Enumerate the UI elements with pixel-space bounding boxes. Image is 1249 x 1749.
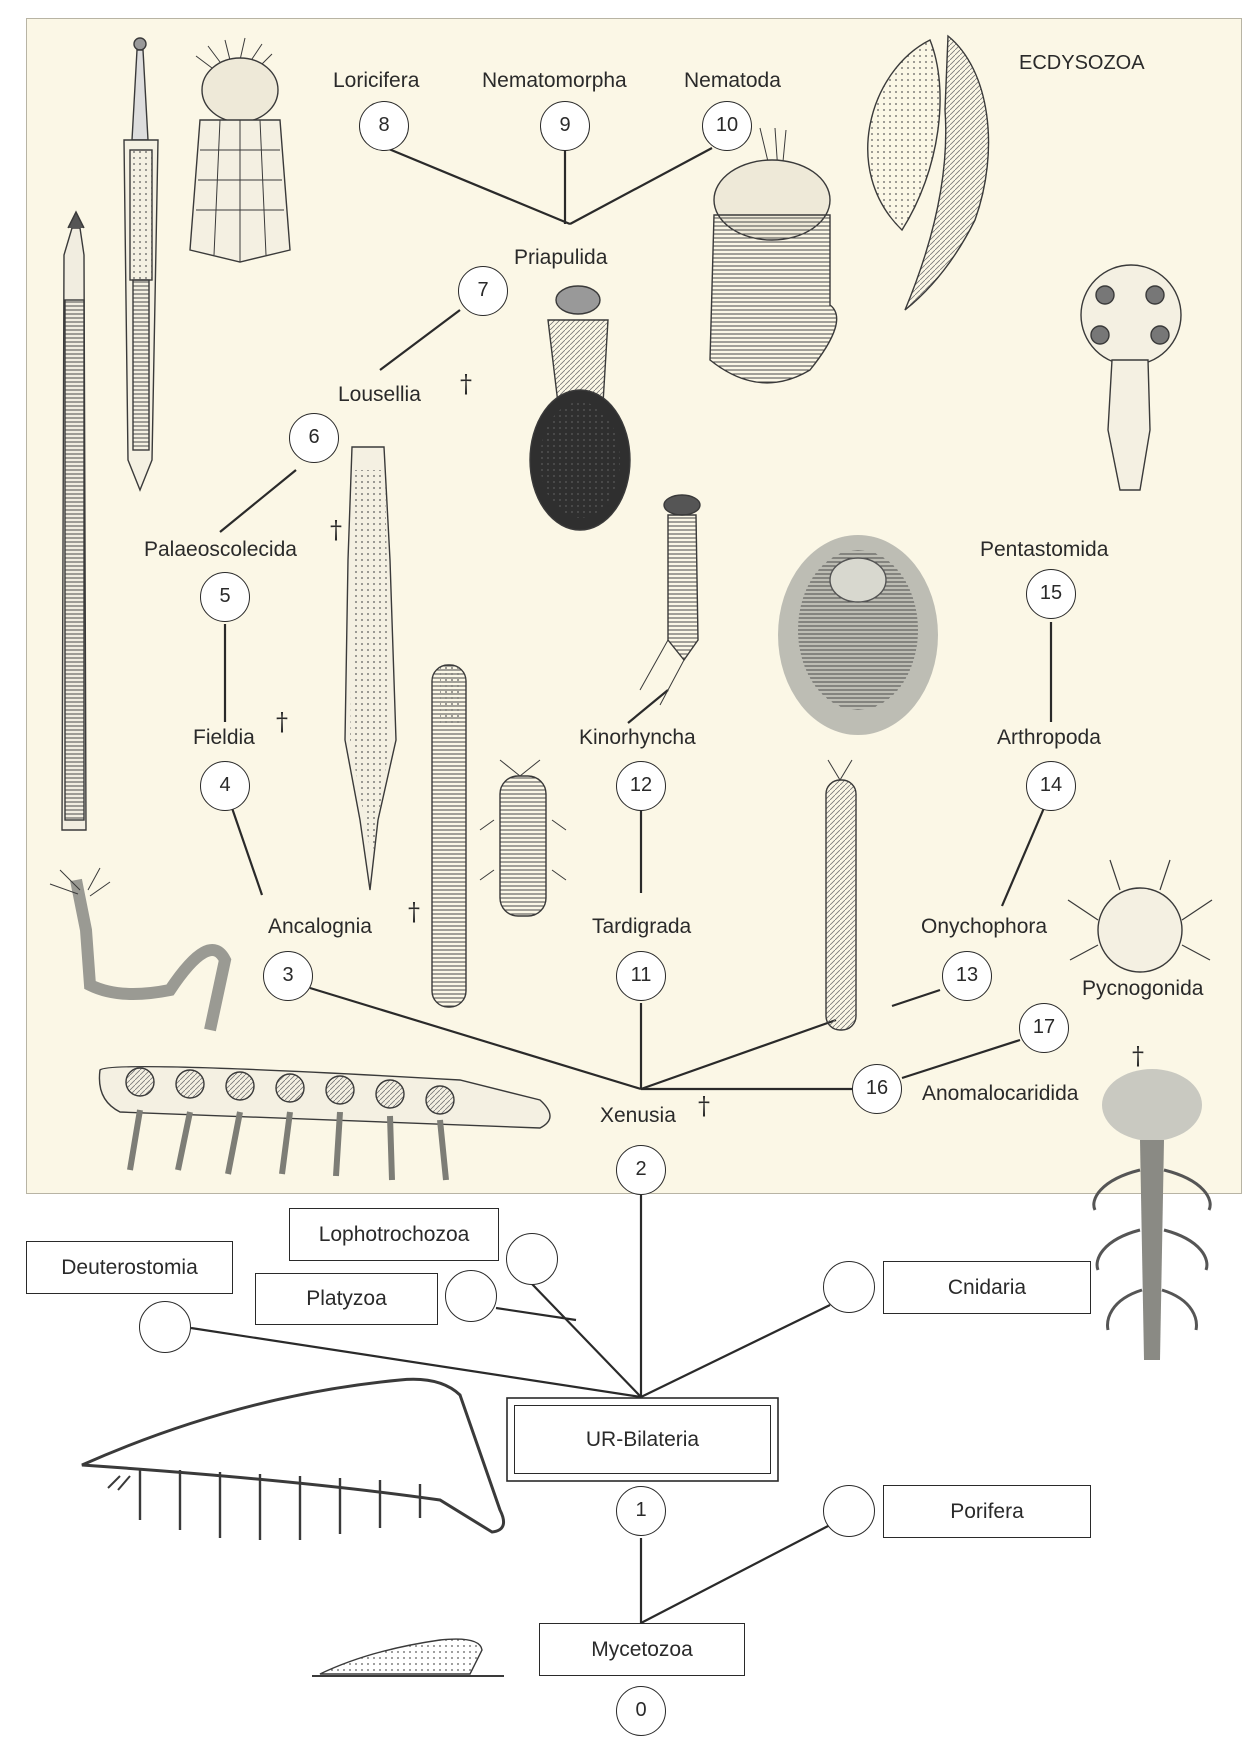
tall-priapulid-illustration	[124, 38, 158, 490]
branch-lophotrochozoa	[532, 1284, 641, 1397]
branch-17-anomalocaridida	[902, 1040, 1020, 1078]
box-cnidaria: Cnidaria	[883, 1261, 1091, 1314]
branch-7-lousellia	[380, 310, 460, 370]
label-pycnogonida: Pycnogonida	[1082, 977, 1203, 1001]
node-5: 5	[200, 572, 250, 622]
box-platyzoa: Platyzoa	[255, 1273, 438, 1325]
branch-10-priapulida	[570, 148, 712, 224]
blank-node-platyzoa	[445, 1270, 497, 1322]
pentastomida-illustration	[1081, 265, 1181, 490]
blank-node-cnidaria	[823, 1261, 875, 1313]
node-7: 7	[458, 266, 508, 316]
label-anomalocaridida: Anomalocaridida	[922, 1082, 1078, 1106]
label-ancalognia: Ancalognia	[268, 915, 372, 939]
box-mycetozoa: Mycetozoa	[539, 1623, 745, 1676]
priapulida-illustration	[530, 286, 630, 530]
node-13: 13	[942, 951, 992, 1001]
ringed-worm-illustration	[432, 665, 466, 1007]
onychophora-illustration	[826, 760, 856, 1030]
node-8: 8	[359, 101, 409, 151]
branch-porifera	[641, 1525, 830, 1623]
node-16: 16	[852, 1064, 902, 1114]
box-porifera: Porifera	[883, 1485, 1091, 1538]
node-6: 6	[289, 413, 339, 463]
box-ur-bilateria: UR-Bilateria	[514, 1405, 771, 1474]
branch-8-priapulida	[384, 147, 570, 224]
dagger-anomalocaridida: †	[1132, 1044, 1144, 1068]
box-deuterostomia: Deuterostomia	[26, 1241, 233, 1294]
loricifera-illustration	[190, 38, 290, 262]
ecdysozoa-title: ECDYSOZOA	[1019, 51, 1145, 75]
dagger-fieldia: †	[276, 710, 288, 734]
branch-cnidaria	[641, 1305, 830, 1397]
node-2: 2	[616, 1145, 666, 1195]
nematomorpha-illustration	[868, 36, 989, 310]
node-4: 4	[200, 761, 250, 811]
blank-node-lophotrochozoa	[506, 1233, 558, 1285]
label-pentastomida: Pentastomida	[980, 538, 1108, 562]
dagger-lousellia: †	[460, 372, 472, 396]
anomalocaridida-illustration	[1094, 1069, 1210, 1360]
label-nematomorpha: Nematomorpha	[482, 69, 627, 93]
label-lousellia: Lousellia	[338, 383, 421, 407]
ur-bilateria-illustration	[82, 1379, 504, 1540]
nematoda-illustration	[710, 128, 837, 383]
label-tardigrada: Tardigrada	[592, 915, 691, 939]
spiny-arthropod-illustration	[778, 535, 938, 735]
dagger-palaeoscolecida: †	[330, 518, 342, 542]
blank-node-deuterostomia	[139, 1301, 191, 1353]
branch-4-ancalognia	[232, 808, 262, 895]
node-10: 10	[702, 101, 752, 151]
xenusia-illustration	[99, 1067, 550, 1180]
branch-onychophora-xenusia	[641, 1020, 836, 1089]
label-onychophora: Onychophora	[921, 915, 1047, 939]
blank-node-porifera	[823, 1485, 875, 1537]
label-palaeoscolecida: Palaeoscolecida	[144, 538, 297, 562]
branch-6-palaeoscolecida	[220, 470, 296, 532]
branch-13-onychophora	[892, 990, 940, 1006]
branch-14-onychophora	[1002, 808, 1044, 906]
node-9: 9	[540, 101, 590, 151]
long-worm-illustration	[62, 212, 86, 830]
label-arthropoda: Arthropoda	[997, 726, 1101, 750]
node-12: 12	[616, 761, 666, 811]
tentacle-worm-illustration	[50, 868, 225, 1030]
node-11: 11	[616, 951, 666, 1001]
tardigrada-illustration	[480, 760, 566, 916]
node-17: 17	[1019, 1003, 1069, 1053]
node-0: 0	[616, 1686, 666, 1736]
label-loricifera: Loricifera	[333, 69, 419, 93]
box-lophotrochozoa: Lophotrochozoa	[289, 1208, 499, 1261]
node-3: 3	[263, 951, 313, 1001]
dagger-ancalognia: †	[408, 900, 420, 924]
node-14: 14	[1026, 761, 1076, 811]
label-nematoda: Nematoda	[684, 69, 781, 93]
dagger-xenusia: †	[698, 1094, 710, 1118]
label-xenusia: Xenusia	[600, 1104, 676, 1128]
kinorhyncha-illustration	[640, 495, 700, 705]
mycetozoa-illustration	[312, 1639, 504, 1676]
label-kinorhyncha: Kinorhyncha	[579, 726, 696, 750]
node-15: 15	[1026, 569, 1076, 619]
node-1: 1	[616, 1486, 666, 1536]
label-fieldia: Fieldia	[193, 726, 255, 750]
pycnogonida-illustration	[1068, 860, 1212, 972]
palaeoscolecid-illustration	[345, 447, 396, 890]
branch-kinorhyncha-illustration	[628, 690, 668, 723]
label-priapulida: Priapulida	[514, 246, 607, 270]
